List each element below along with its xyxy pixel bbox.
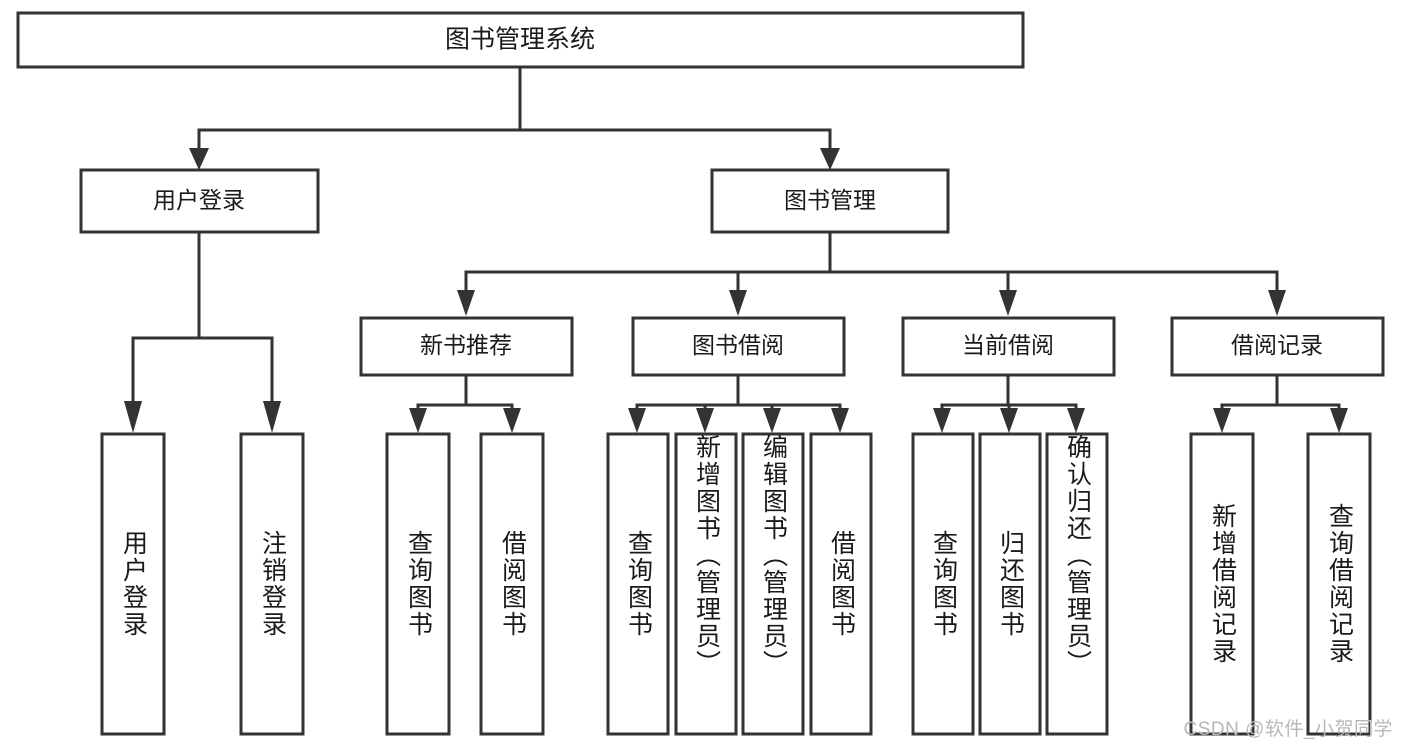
arrow-head-userlogin-leaf1 — [124, 401, 142, 433]
node-root-box[interactable] — [16, 11, 1025, 69]
node-root-label: 图书管理系统 — [445, 26, 595, 54]
node-book-management[interactable]: 图书管理 — [710, 168, 950, 234]
arrow-head-newbook — [457, 290, 475, 316]
node-borrow-record-label: 借阅记录 — [1231, 332, 1323, 358]
arrow-head-newbook-l2 — [503, 408, 521, 433]
arrow-head-currentborrow-l2 — [1000, 408, 1018, 433]
leaf-box-current-borrow-1[interactable] — [911, 432, 975, 736]
leaf-box-current-borrow-2[interactable] — [978, 432, 1042, 736]
node-borrow-record-box[interactable] — [1170, 316, 1385, 377]
node-borrow-record[interactable]: 借阅记录 — [1170, 316, 1385, 377]
node-book-management-label: 图书管理 — [784, 187, 876, 213]
node-root[interactable]: 图书管理系统 — [16, 11, 1025, 69]
arrow-head-bookmgmt — [820, 148, 840, 170]
leaf-box-new-book-1[interactable] — [385, 432, 451, 736]
leaf-box-current-borrow-3[interactable] — [1045, 432, 1109, 736]
node-book-borrow-label: 图书借阅 — [692, 332, 784, 358]
node-book-management-box[interactable] — [710, 168, 950, 234]
leaf-box-book-borrow-3[interactable] — [741, 432, 805, 736]
leaf-box-new-book-2[interactable] — [479, 432, 545, 736]
node-user-login-label: 用户登录 — [153, 187, 245, 213]
arrow-head-currentborrow-l1 — [933, 408, 951, 433]
arrow-head-borrowrecord — [1268, 290, 1286, 316]
arrow-head-bookborrow-l3 — [763, 408, 781, 433]
node-user-login[interactable]: 用户登录 — [79, 168, 320, 234]
leaf-box-borrow-record-1[interactable] — [1189, 432, 1255, 736]
node-new-book-recommend-label: 新书推荐 — [420, 332, 512, 358]
leaf-box-user-login-1[interactable] — [100, 432, 166, 736]
node-current-borrow-label: 当前借阅 — [962, 332, 1054, 358]
arrow-head-bookborrow — [729, 290, 747, 316]
leaf-box-user-login-2[interactable] — [239, 432, 305, 736]
watermark-text: CSDN @软件_小贺同学 — [1183, 719, 1393, 740]
leaf-box-borrow-record-2[interactable] — [1306, 432, 1372, 736]
arrow-head-currentborrow — [999, 290, 1017, 316]
node-book-borrow[interactable]: 图书借阅 — [631, 316, 846, 377]
node-new-book-recommend[interactable]: 新书推荐 — [359, 316, 574, 377]
arrow-head-userlogin — [189, 148, 209, 170]
connector-group — [124, 65, 1348, 433]
arrow-head-newbook-l1 — [409, 408, 427, 433]
leaf-box-book-borrow-1[interactable] — [606, 432, 670, 736]
leaf-box-book-borrow-2[interactable] — [674, 432, 738, 736]
arrow-head-bookborrow-l2 — [696, 408, 714, 433]
node-current-borrow-box[interactable] — [901, 316, 1116, 377]
node-current-borrow[interactable]: 当前借阅 — [901, 316, 1116, 377]
leaf-box-book-borrow-4[interactable] — [809, 432, 873, 736]
node-new-book-recommend-box[interactable] — [359, 316, 574, 377]
arrow-head-userlogin-leaf2 — [263, 401, 281, 433]
arrow-head-currentborrow-l3 — [1067, 408, 1085, 433]
arrow-head-borrowrecord-l1 — [1213, 408, 1231, 433]
arrow-head-bookborrow-l4 — [831, 408, 849, 433]
arrow-head-borrowrecord-l2 — [1330, 408, 1348, 433]
node-user-login-box[interactable] — [79, 168, 320, 234]
node-book-borrow-box[interactable] — [631, 316, 846, 377]
arrow-head-bookborrow-l1 — [628, 408, 646, 433]
